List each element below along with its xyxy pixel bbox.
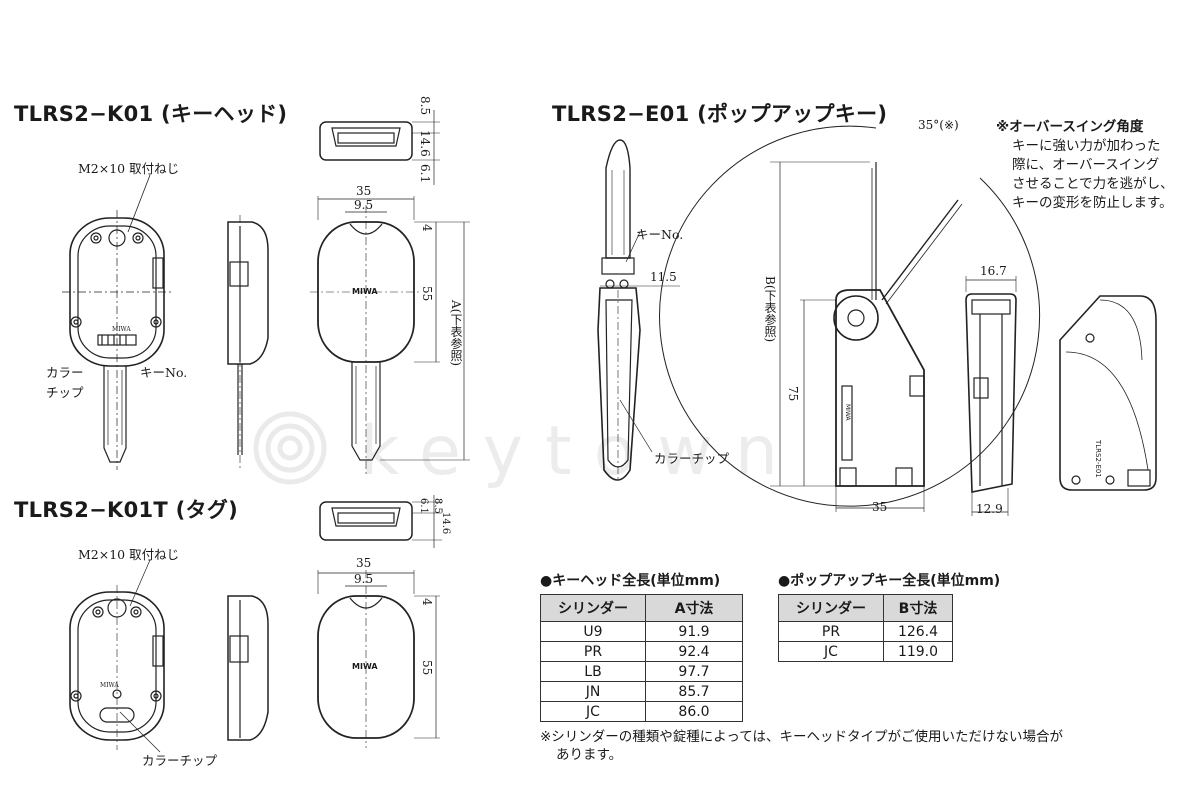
k01t-brand-mark: MIWA [100,682,119,689]
k01t-dim-height: 55 [420,660,434,676]
k01-main-view [310,196,470,475]
k01t-dim-inner-width: 9.5 [354,572,374,586]
table-b-title: ●ポップアップキー全長(単位mm) [778,573,1001,589]
e01-key-no-label: キーNo. [636,227,684,242]
e01-overswing-note: ※オーバースイング角度 キーに強い力が加わった 際に、オーバースイング させるこ… [996,118,1174,213]
k01t-main-view [317,570,440,748]
k01t-screw-label: M2×10 取付ねじ [78,547,180,562]
table-a-title: ●キーヘッド全長(単位mm) [540,573,721,589]
e01-note-line-4: キーの変形を防止します。 [1012,195,1173,211]
e01-dim-side-bottom: 12.9 [976,502,1003,516]
k01-dim-a-ref: A(下表参照) [449,300,463,367]
e01-side-label: TLRS2-E01 [1094,440,1102,478]
k01-dim-top-offset: 4 [420,224,434,232]
table-a-cell: 91.9 [645,621,743,642]
e01-dim-angle: 35°(※) [918,118,959,132]
e01-key-profile [597,139,680,481]
table-a-cell: 85.7 [645,681,743,702]
watermark-text: keytown [360,412,801,491]
table-b-cell: PR [778,621,884,642]
k01-color-chip-label-1: カラー [46,365,84,380]
table-a-header-cylinder: シリンダー [540,594,646,622]
table-a-cell: PR [540,641,646,662]
k01t-dim-top-c: 14.6 [440,512,451,535]
e01-back-view [1059,295,1157,491]
table-a-cell: JN [540,681,646,702]
k01t-dim-top-a: 6.1 [418,498,429,514]
footnote-line-1: ※シリンダーの種類や錠種によっては、キーヘッドタイプがご使用いただけない場合が [540,729,1063,745]
k01-dim-top-a: 8.5 [418,96,432,116]
k01-dim-top-b: 14.6 [418,130,432,157]
table-a-header-a: A寸法 [645,594,743,622]
k01-title: TLRS2−K01 (キーヘッド) [14,102,288,126]
k01t-dim-top-b: 8.5 [432,498,443,514]
e01-note-line-2: 際に、オーバースイング [1012,157,1160,173]
k01-dim-inner-width: 9.5 [354,198,374,212]
e01-dim-b-ref: B(下表参照) [763,276,777,343]
k01-side-view [227,215,269,470]
k01t-front-view [69,559,165,753]
e01-dim-length: 75 [786,386,800,402]
k01t-dim-width: 35 [356,556,372,570]
e01-dim-width: 35 [872,500,888,514]
k01-brand-mark: MIWA [112,326,131,333]
footnote-line-2: あります。 [556,747,623,763]
table-a-cell: U9 [540,621,646,642]
e01-note-line-3: させることで力を逃がし、 [1012,176,1174,192]
table-b-header-row: シリンダー B寸法 [778,594,953,622]
watermark-logo [250,408,330,492]
e01-color-chip-label: カラーチップ [654,451,730,466]
e01-side-view [965,276,1017,516]
e01-main-view [659,125,1040,512]
k01t-top-view [319,495,442,548]
k01t-dim-top-offset: 4 [420,598,434,606]
k01-color-chip-label-2: チップ [46,385,84,400]
e01-note-title: ※オーバースイング角度 [996,119,1144,135]
k01-dim-top-c: 6.1 [418,164,432,184]
table-a-cell: JC [540,701,646,722]
table-b-cell: 126.4 [883,621,953,642]
k01-dim-height: 55 [420,286,434,302]
table-b-cell: JC [778,641,884,662]
k01-dim-width: 35 [356,184,372,198]
e01-dim-blade-width: 11.5 [650,270,677,284]
table-b-header-cylinder: シリンダー [778,594,884,622]
e01-note-line-1: キーに強い力が加わった [1012,138,1161,154]
k01t-side-view [227,595,269,741]
k01t-color-chip-label: カラーチップ [142,753,218,768]
table-b-header-b: B寸法 [883,594,953,622]
e01-dim-side-width: 16.7 [980,264,1007,278]
k01-top-view [319,110,440,185]
e01-brand-mark: MIWA [844,404,851,421]
table-b-cell: 119.0 [883,641,953,662]
k01t-title: TLRS2−K01T (タグ) [14,498,239,522]
table-a-cell: 86.0 [645,701,743,722]
k01t-main-brand: MIWA [352,662,378,671]
e01-title: TLRS2−E01 (ポップアップキー) [552,102,888,126]
k01-front-view [62,174,172,470]
k01-main-brand: MIWA [352,287,378,296]
table-a-cell: 92.4 [645,641,743,662]
table-a-header-row: シリンダー A寸法 [540,594,743,622]
k01-key-no-label: キーNo. [140,365,188,380]
k01-screw-label: M2×10 取付ねじ [78,161,180,176]
table-a-cell: LB [540,661,646,682]
table-a-cell: 97.7 [645,661,743,682]
